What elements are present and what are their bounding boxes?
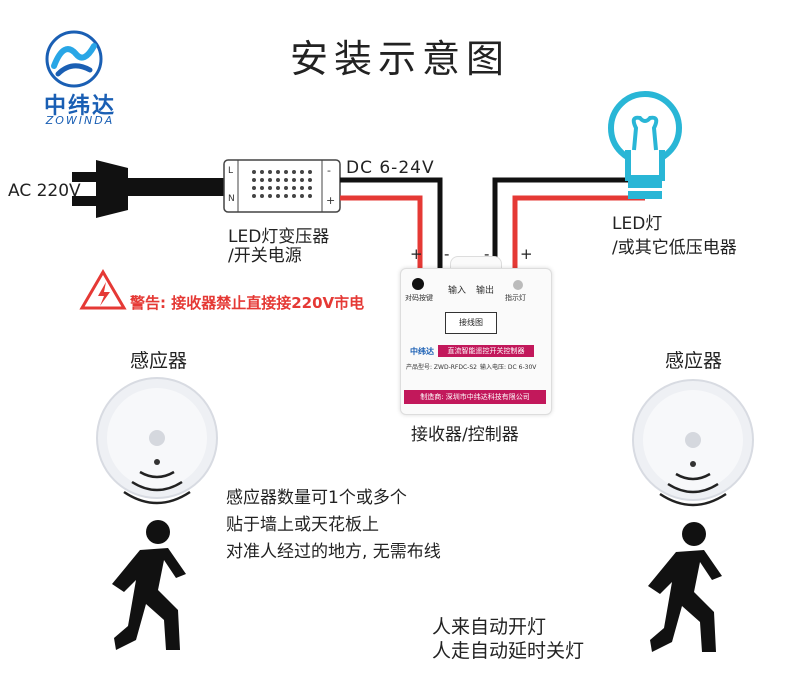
receiver-spec-model: 产品型号: ZWD-RFDC-S2: [406, 364, 477, 371]
input-text: 输入: [448, 286, 467, 296]
sensor-right-label: 感应器: [665, 350, 723, 372]
receiver-spec-voltage: 输入电压: DC 6-30V: [480, 364, 537, 371]
terminal-minus: -: [327, 164, 331, 177]
warning-text: 警告: 接收器禁止直接接220V市电: [130, 294, 365, 312]
brand-name-en: ZOWINDA: [45, 114, 115, 127]
terminal-plus: +: [326, 194, 336, 207]
receiver-brand: 中纬达: [410, 347, 434, 356]
led-label-2: /或其它低压电器: [612, 238, 737, 258]
wiring-diagram-box: 接线图: [445, 312, 497, 334]
pair-button-label: 对码按键: [405, 294, 433, 302]
light-bulb-icon: [608, 91, 682, 199]
output-plus: +: [520, 245, 533, 263]
pair-button[interactable]: [412, 278, 424, 290]
walking-person-right-icon: [648, 522, 722, 652]
sensor-left-icon: [96, 377, 218, 505]
output-minus: -: [484, 245, 490, 263]
receiver-label: 接收器/控制器: [411, 425, 519, 445]
input-plus: +: [410, 245, 423, 263]
behavior-note-2: 人走自动延时关灯: [432, 640, 585, 662]
receiver-maker: 制造商: 深圳市中纬达科技有限公司: [404, 390, 546, 404]
sensor-note-1: 感应器数量可1个或多个: [226, 488, 407, 508]
transformer-label-1: LED灯变压器: [228, 227, 330, 247]
transformer-icon: [223, 159, 341, 213]
terminal-n: N: [228, 194, 235, 204]
terminal-l: L: [228, 166, 234, 176]
transformer-label-2: /开关电源: [228, 246, 302, 266]
behavior-note-1: 人来自动开灯: [432, 616, 547, 638]
plug-icon: [72, 160, 226, 218]
sensor-left-label: 感应器: [130, 350, 188, 372]
indicator-light: [513, 280, 523, 290]
sensor-right-icon: [632, 379, 754, 507]
warning-icon: [79, 269, 127, 310]
brand-logo: [45, 30, 103, 88]
led-label-1: LED灯: [612, 214, 663, 234]
page-title: 安装示意图: [289, 37, 510, 81]
sensor-note-3: 对准人经过的地方, 无需布线: [226, 542, 441, 562]
indicator-label: 指示灯: [505, 294, 526, 302]
brand-name-cn: 中纬达: [43, 94, 116, 119]
dc-voltage-label: DC 6-24V: [346, 158, 435, 178]
output-text: 输出: [476, 286, 495, 296]
receiver-product-name: 直流智能遥控开关控制器: [438, 345, 534, 357]
sensor-note-2: 贴于墙上或天花板上: [226, 515, 379, 535]
input-minus: -: [444, 245, 450, 263]
ac-voltage-label: AC 220V: [8, 181, 81, 201]
walking-person-left-icon: [112, 520, 186, 650]
